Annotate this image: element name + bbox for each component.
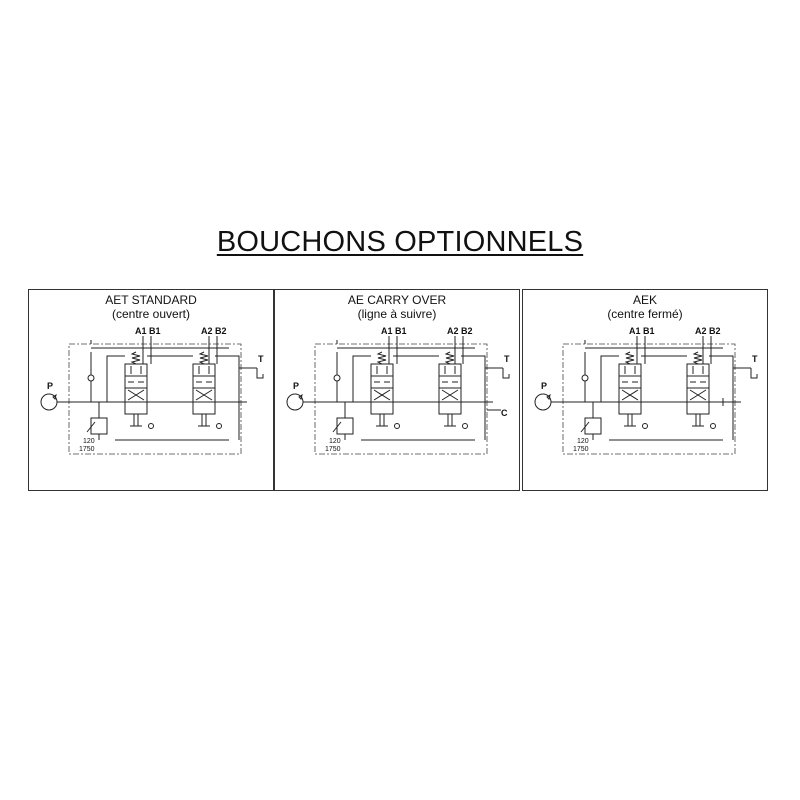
valve-body-outline xyxy=(314,343,488,455)
spool-section-1-detent-icon xyxy=(394,423,400,429)
relief-adjust-arrow-icon xyxy=(332,421,342,433)
panel-aet-standard: AET STANDARD (centre ouvert) P T A1 B1 A… xyxy=(28,289,274,491)
panel-title: AE CARRY OVER xyxy=(347,293,447,307)
spool-section-2-section-top xyxy=(438,363,462,377)
panel-subtitle: (ligne à suivre) xyxy=(357,307,437,321)
port-a2b2-label: A2 B2 xyxy=(201,326,227,336)
port-c-label: C xyxy=(501,408,508,418)
panel-title: AET STANDARD xyxy=(105,293,197,307)
relief-adjust-arrow-icon xyxy=(86,421,96,433)
spool-section-1-cross-arrow xyxy=(373,389,391,401)
panel-aek: AEK (centre fermé) P T A1 B1 A2 B2 120 1… xyxy=(522,289,768,491)
relief-adjust-arrow-icon xyxy=(580,421,590,433)
panel-ae-carry-over: AE CARRY OVER (ligne à suivre) P T C A1 … xyxy=(274,289,520,491)
pipe-line xyxy=(352,355,371,402)
relief-low-label: 120 xyxy=(329,438,341,445)
relief-low-label: 120 xyxy=(577,438,589,445)
spool-section-2-spring xyxy=(198,351,209,365)
port-t-label: T xyxy=(752,354,758,364)
spool-section-2-section-bottom xyxy=(686,401,710,415)
port-p-label: P xyxy=(47,381,53,391)
relief-valve-icon xyxy=(584,417,602,435)
pipe-line xyxy=(106,355,125,402)
port-p-label: P xyxy=(293,381,299,391)
port-a1b1-label: A1 B1 xyxy=(629,326,655,336)
relief-valve-icon xyxy=(336,417,354,435)
panel-heading: AET STANDARD (centre ouvert) xyxy=(29,293,273,321)
spool-section-1-spring xyxy=(130,351,141,365)
pump-arrow-icon xyxy=(298,393,303,400)
spool-section-1-detent-icon xyxy=(148,423,154,429)
spool-section-2-cross-arrow xyxy=(441,389,459,401)
spool-section-1-spring xyxy=(624,351,635,365)
panel-heading: AEK (centre fermé) xyxy=(523,293,767,321)
pipe-line xyxy=(600,355,619,402)
tank-gallery xyxy=(90,340,229,349)
spool-section-2-cross-arrow xyxy=(689,389,707,401)
port-t-label: T xyxy=(258,354,264,364)
tank-icon xyxy=(750,368,758,379)
spool-section-1-cross-arrow xyxy=(621,389,639,401)
hydraulic-schematic: P T C A1 B1 A2 B2 120 1750 xyxy=(286,326,510,455)
spool-section-1-section-top xyxy=(618,363,642,377)
spool-section-1-cross-arrow xyxy=(127,389,145,401)
relief-valve-icon xyxy=(90,417,108,435)
spool-section-2-detent-icon xyxy=(462,423,468,429)
tank-icon xyxy=(256,368,264,379)
relief-high-label: 1750 xyxy=(79,446,95,453)
spool-section-2-section-top xyxy=(686,363,710,377)
pump-arrow-icon xyxy=(52,393,57,400)
valve-body-outline xyxy=(68,343,242,455)
tank-gallery xyxy=(584,340,723,349)
spool-section-1-section-bottom xyxy=(370,401,394,415)
spool-section-1-detent-icon xyxy=(642,423,648,429)
spool-section-2-cross-arrow xyxy=(195,389,213,401)
relief-high-label: 1750 xyxy=(573,446,589,453)
relief-high-label: 1750 xyxy=(325,446,341,453)
panel-subtitle: (centre fermé) xyxy=(607,307,683,321)
pipe-line xyxy=(709,355,734,440)
spool-section-2-detent-icon xyxy=(216,423,222,429)
port-a1b1-label: A1 B1 xyxy=(135,326,161,336)
port-a1b1-label: A1 B1 xyxy=(381,326,407,336)
spool-section-1-section-top xyxy=(370,363,394,377)
spool-section-2-detent-icon xyxy=(710,423,716,429)
port-p-label: P xyxy=(541,381,547,391)
panel-subtitle: (centre ouvert) xyxy=(111,307,191,321)
tank-icon xyxy=(502,368,510,379)
check-valve-icon xyxy=(87,374,95,382)
check-valve-icon xyxy=(333,374,341,382)
spool-section-1-section-top xyxy=(124,363,148,377)
relief-low-label: 120 xyxy=(83,438,95,445)
tank-gallery xyxy=(336,340,475,349)
spool-section-2-section-bottom xyxy=(192,401,216,415)
pipe-line xyxy=(215,355,240,440)
pipe-line xyxy=(461,355,486,440)
valve-body-outline xyxy=(562,343,736,455)
check-valve-icon xyxy=(581,374,589,382)
page-title: BOUCHONS OPTIONNELS xyxy=(216,226,584,258)
port-t-label: T xyxy=(504,354,510,364)
spool-section-1-spring xyxy=(376,351,387,365)
panel-heading: AE CARRY OVER (ligne à suivre) xyxy=(275,293,519,321)
port-a2b2-label: A2 B2 xyxy=(695,326,721,336)
spool-section-2-section-top xyxy=(192,363,216,377)
panel-title: AEK xyxy=(632,293,657,307)
port-a2b2-label: A2 B2 xyxy=(447,326,473,336)
spool-section-1-section-bottom xyxy=(124,401,148,415)
spool-section-2-section-bottom xyxy=(438,401,462,415)
spool-section-2-spring xyxy=(444,351,455,365)
hydraulic-schematic: P T A1 B1 A2 B2 120 1750 xyxy=(534,326,758,455)
spool-section-2-spring xyxy=(692,351,703,365)
pump-arrow-icon xyxy=(546,393,551,400)
spool-section-1-section-bottom xyxy=(618,401,642,415)
hydraulic-schematic: P T A1 B1 A2 B2 120 1750 xyxy=(40,326,264,455)
